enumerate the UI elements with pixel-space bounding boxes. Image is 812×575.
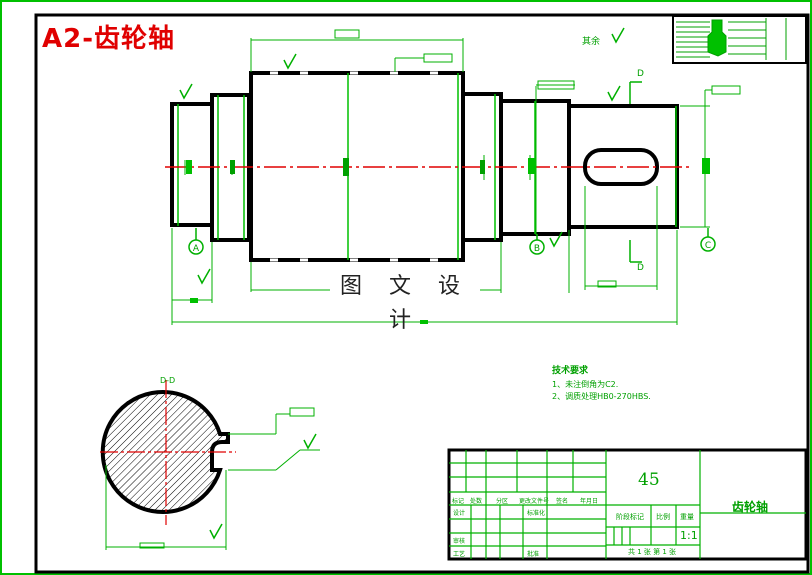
left-label: 审核	[453, 538, 466, 545]
weight-label: 重量	[680, 513, 694, 521]
section-cut-markers	[629, 81, 642, 263]
sheets-label: 共 1 张 第 1 张	[628, 548, 677, 556]
inner-frame	[34, 13, 810, 574]
scale-value: 1:1	[680, 529, 698, 542]
left-label: 工艺	[453, 551, 466, 558]
section-label: D-D	[160, 376, 175, 385]
row-label: 签名	[556, 498, 569, 505]
roughness-symbols	[179, 27, 625, 540]
diameter-tags	[186, 158, 710, 324]
tech-req-item: 1、未注倒角为C2.	[552, 380, 619, 389]
row-label: 分区	[496, 498, 509, 505]
datum-b-label: B	[534, 244, 540, 254]
datum-a-label: A	[193, 244, 200, 254]
row-label: 年月日	[580, 498, 599, 505]
watermark: 图 文 设 计	[330, 270, 480, 333]
surface-rest-label: 其余	[582, 35, 600, 47]
approve-label: 批准	[527, 551, 540, 558]
left-label: 设计	[453, 510, 466, 517]
datum-c-label: C	[705, 241, 711, 251]
dim-frames	[139, 29, 741, 549]
scale-label: 比例	[656, 513, 670, 521]
row-label: 处数	[470, 498, 483, 505]
tech-requirements: 技术要求 1、未注倒角为C2. 2、调质处理HB0-270HBS.	[552, 365, 651, 403]
std-label: 标准化	[527, 510, 546, 517]
row-label: 更改文件号	[519, 498, 550, 505]
cut-label-bottom: D	[637, 263, 644, 273]
part-name: 齿轮轴	[732, 500, 769, 514]
stage-label: 阶段标记	[616, 513, 644, 521]
corner-table	[672, 15, 807, 64]
section-view	[100, 380, 320, 550]
tech-req-heading: 技术要求	[552, 366, 589, 376]
title-block-grid	[447, 448, 808, 561]
shaft-main-view	[165, 71, 690, 262]
row-label: 标记	[452, 498, 465, 505]
cut-label-top: D	[637, 69, 644, 79]
material-value: 45	[638, 470, 660, 490]
drawing-title: A2-齿轮轴	[42, 24, 176, 54]
datum-markers	[188, 228, 716, 255]
tech-req-item: 2、调质处理HB0-270HBS.	[552, 392, 651, 401]
